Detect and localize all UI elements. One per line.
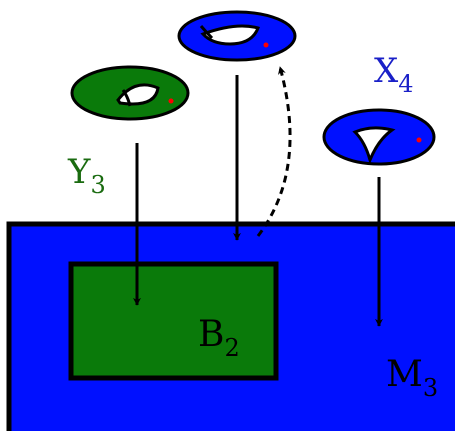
label-m: M3 (386, 354, 438, 402)
torus-blue-pinched-icon (322, 108, 436, 166)
arrow-dashed-up (256, 66, 292, 237)
label-x: X4 (374, 51, 414, 98)
torus-blue-top-icon (177, 10, 297, 62)
torus-green-icon (70, 65, 190, 121)
region-b2 (68, 261, 279, 381)
label-b: B2 (198, 314, 240, 362)
label-y: Y3 (67, 152, 106, 199)
